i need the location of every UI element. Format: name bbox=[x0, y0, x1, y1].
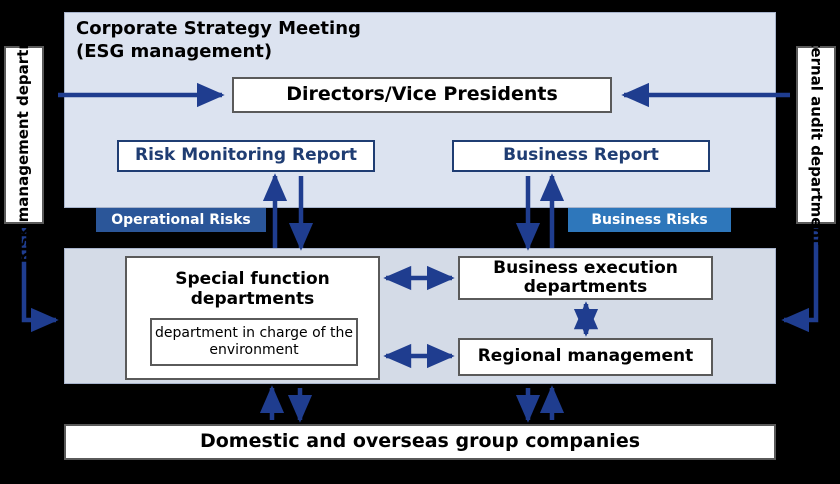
regional-management-box[interactable]: Regional management bbox=[458, 338, 713, 376]
business-report-box[interactable]: Business Report bbox=[452, 140, 710, 172]
title-line-1: Corporate Strategy Meeting bbox=[76, 18, 361, 39]
internal-audit-department-box[interactable]: Internal audit department bbox=[796, 24, 836, 246]
directors-box[interactable]: Directors/Vice Presidents bbox=[232, 77, 612, 113]
environment-department-box[interactable]: department in charge of the environment bbox=[150, 318, 358, 366]
special-function-departments-label: Special function departments bbox=[175, 269, 330, 309]
risk-monitoring-report-box[interactable]: Risk Monitoring Report bbox=[117, 140, 375, 172]
title-line-2: (ESG management) bbox=[76, 40, 273, 62]
risk-management-department-label: Risk management department bbox=[14, 6, 33, 264]
internal-audit-department-label: Internal audit department bbox=[807, 24, 826, 246]
operational-risks-badge: Operational Risks bbox=[96, 208, 266, 232]
group-companies-box[interactable]: Domestic and overseas group companies bbox=[64, 424, 776, 460]
special-function-departments-box[interactable]: Special function departments department … bbox=[125, 256, 380, 380]
page-title: Corporate Strategy Meeting (ESG manageme… bbox=[76, 18, 496, 63]
business-risks-badge: Business Risks bbox=[568, 208, 731, 232]
business-execution-departments-box[interactable]: Business execution departments bbox=[458, 256, 713, 300]
risk-management-department-box[interactable]: Risk management department bbox=[4, 6, 44, 264]
